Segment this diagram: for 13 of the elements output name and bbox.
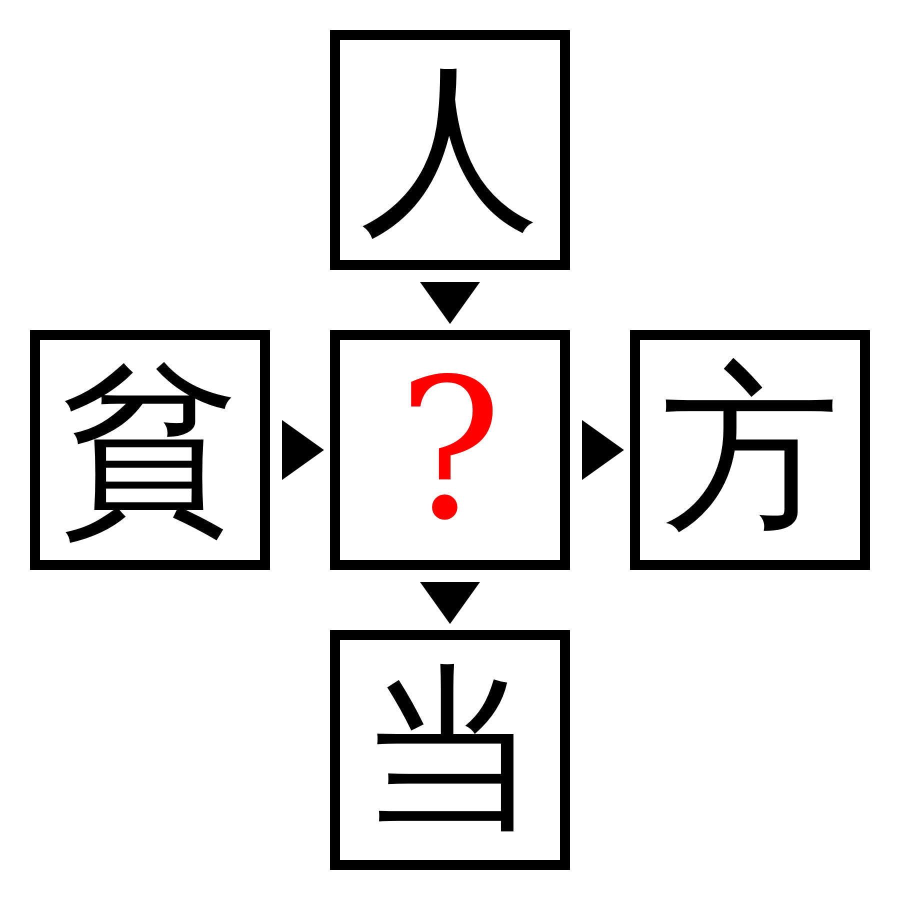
arrow	[420, 282, 480, 324]
character-box	[30, 330, 270, 570]
kanji-character: 当	[360, 660, 540, 840]
arrow	[582, 420, 624, 480]
arrow	[420, 582, 480, 624]
kanji-character: 人	[360, 60, 540, 240]
arrow	[282, 420, 324, 480]
character-box	[330, 630, 570, 870]
kanji-character: 方	[660, 360, 840, 540]
character-box	[330, 330, 570, 570]
character-box	[630, 330, 870, 570]
question-mark: ?	[398, 353, 502, 547]
character-box	[330, 30, 570, 270]
